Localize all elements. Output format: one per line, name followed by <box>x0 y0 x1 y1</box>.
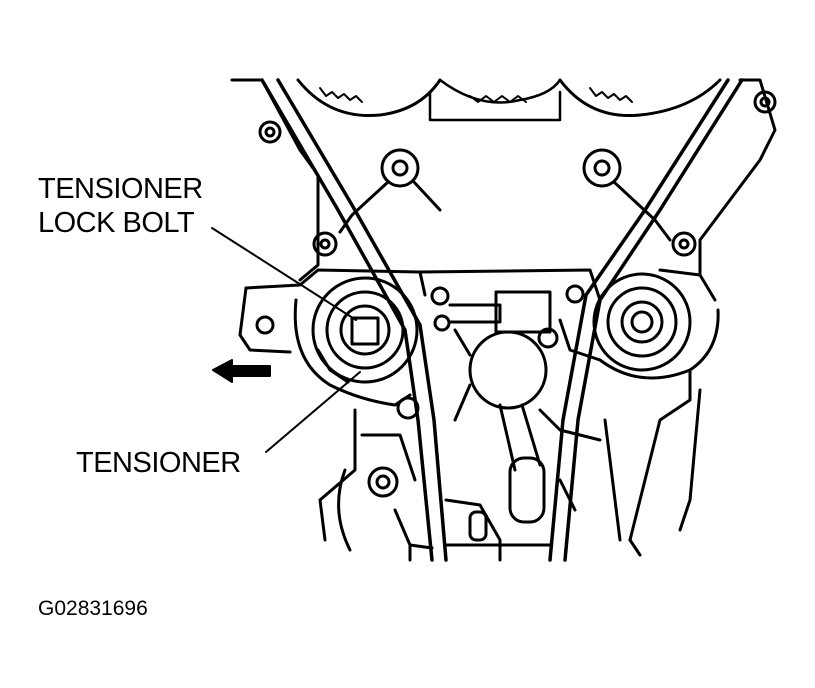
timing-belt <box>260 78 744 562</box>
center-components <box>418 268 602 524</box>
tensioner-lock-bolt-label: TENSIONER LOCK BOLT <box>38 172 203 240</box>
tensioner-lock-bolt-icon <box>350 316 380 346</box>
tensioner-assembly <box>238 268 427 420</box>
cam-sprocket-housing <box>230 78 777 282</box>
lower-block <box>318 408 577 562</box>
housing-bolt-holes <box>258 90 777 257</box>
leader-lines <box>211 227 361 453</box>
lock-bolt-label-line2: LOCK BOLT <box>38 207 195 239</box>
tensioner-label: TENSIONER <box>76 447 241 479</box>
lock-bolt-label-line1: TENSIONER <box>38 173 203 205</box>
figure-code: G02831696 <box>38 597 148 620</box>
idler-pulley <box>592 268 720 557</box>
arrow-left-icon <box>212 359 271 383</box>
